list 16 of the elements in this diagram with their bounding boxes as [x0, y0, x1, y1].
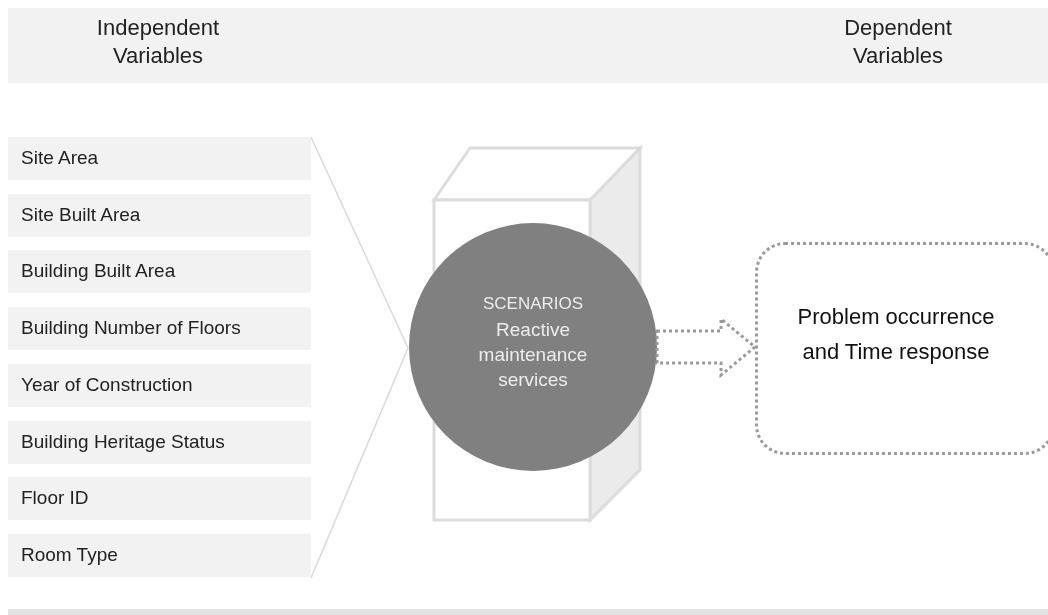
variable-name: Year of Construction	[21, 373, 193, 396]
outcome-box	[755, 242, 1048, 455]
variable-name: Building Number of Floors	[21, 317, 241, 340]
column-heading: Independent Variables	[95, 14, 221, 70]
variable-name: Site Area	[21, 147, 99, 169]
circle-heading: SCENARIOS	[481, 293, 585, 315]
variable-name: Building Heritage Status	[21, 430, 225, 453]
variable-name: Floor ID	[21, 487, 89, 510]
variable-box	[8, 533, 311, 577]
variable-name: Building Built Area	[21, 260, 176, 283]
column-heading: Dependent Variables	[843, 14, 953, 70]
variable-name: Room Type	[21, 543, 118, 566]
circle-text: Reactive maintenance services	[477, 318, 589, 392]
outcome-text: Problem occurrence and Time response	[796, 303, 996, 366]
variable-box	[8, 137, 311, 180]
variable-name: Site Built Area	[21, 203, 141, 226]
